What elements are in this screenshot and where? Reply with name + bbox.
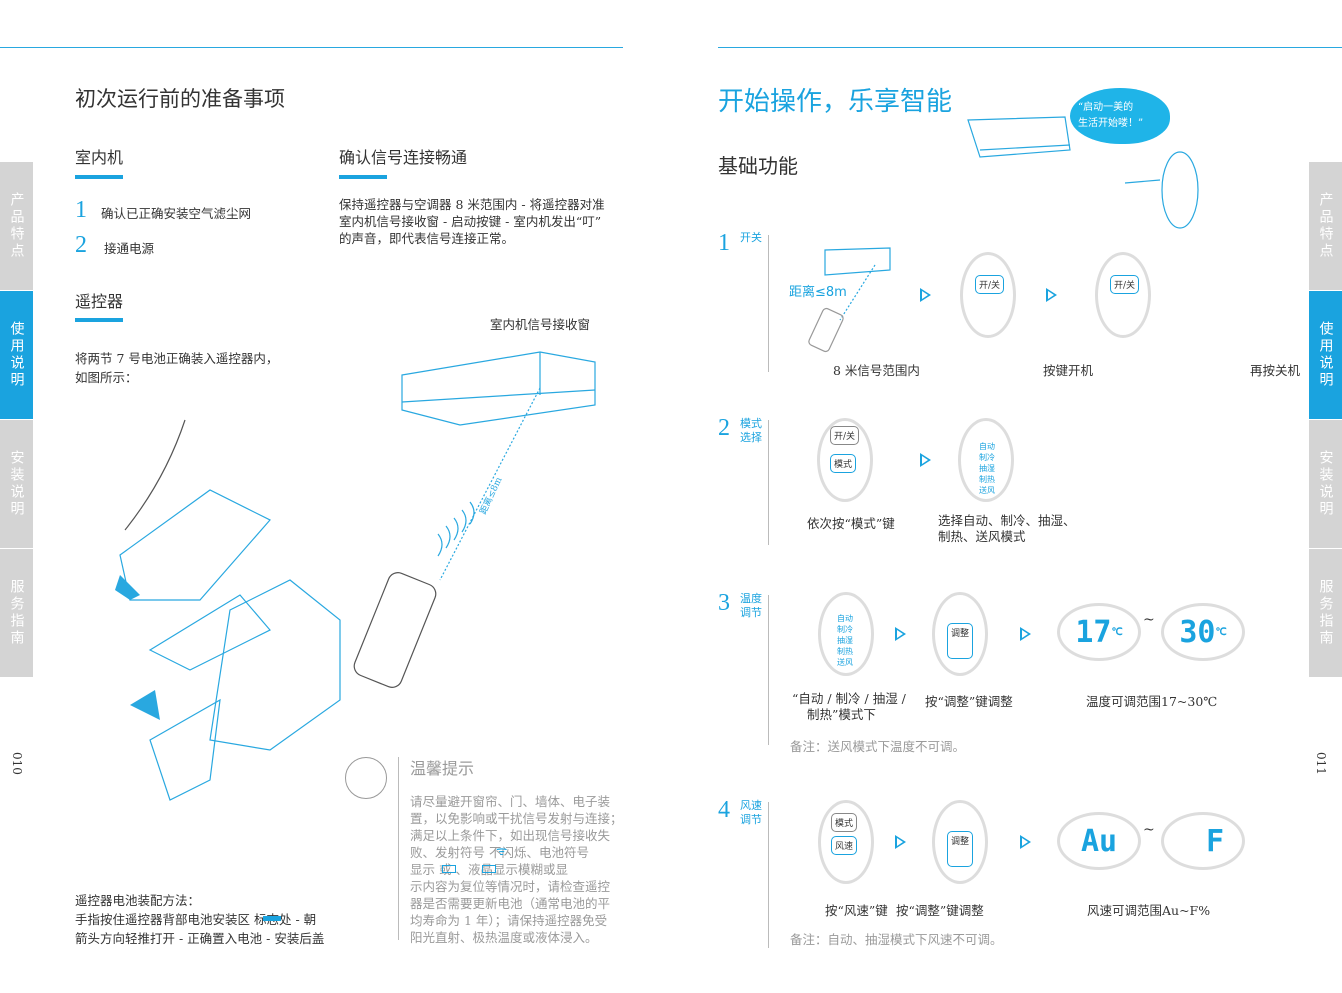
- caption: 按“调整”键调整: [925, 694, 1013, 709]
- tab-product-features[interactable]: 产品特点: [0, 162, 33, 290]
- caption: 再按关机: [1250, 363, 1301, 378]
- tab-installation[interactable]: 安装说明: [0, 420, 33, 548]
- caption: 按“风速”键: [825, 903, 888, 918]
- remote-text: 将两节 7 号电池正确装入遥控器内，如图所示：: [75, 351, 279, 385]
- page-title: 初次运行前的准备事项: [75, 87, 285, 111]
- fan-min-display: Au: [1057, 812, 1141, 870]
- arrow-icon: [920, 453, 931, 467]
- page-number-right: 011: [1314, 752, 1328, 775]
- arrow-icon: [895, 627, 906, 641]
- heading-underline: [75, 318, 123, 322]
- battery-icon: [442, 865, 456, 873]
- section-label: 温度调节: [740, 592, 762, 619]
- indoor-heading: 室内机: [75, 148, 124, 167]
- tab-service[interactable]: 服务指南: [0, 549, 33, 677]
- step-text: 接通电源: [104, 241, 155, 256]
- battery-cover-mark-icon: [263, 916, 281, 921]
- caption: 按键开机: [1043, 363, 1094, 378]
- step-text: 确认已正确安装空气滤尘网: [101, 206, 252, 221]
- tilde: ~: [1143, 612, 1155, 628]
- caption: 选择自动、制冷、抽湿、制热、送风模式: [938, 513, 1076, 544]
- section-number: 2: [718, 415, 730, 441]
- caption: 依次按“模式”键: [807, 516, 895, 531]
- remote-heading: 遥控器: [75, 292, 124, 311]
- divider: [768, 420, 769, 545]
- section-label: 开关: [740, 231, 762, 244]
- heading-underline: [75, 175, 123, 179]
- signal-heading: 确认信号连接畅通: [339, 148, 468, 167]
- svg-text:距离≤8m: 距离≤8m: [477, 475, 505, 517]
- arrow-icon: [1020, 835, 1031, 849]
- caption: 按“调整”键调整: [896, 903, 984, 918]
- top-rule-right: [718, 47, 1342, 48]
- section-number: 4: [718, 797, 730, 823]
- divider: [768, 235, 769, 372]
- caption: “自动 / 制冷 / 抽湿 /制热”模式下: [792, 691, 906, 722]
- top-rule-left: [0, 47, 623, 48]
- distance-label: 距离≤8m: [789, 285, 847, 300]
- caption: 温度可调范围17~30℃: [1086, 694, 1218, 709]
- divider: [768, 595, 769, 745]
- section-number: 3: [718, 590, 730, 616]
- right-title: 开始操作，乐享智能: [718, 87, 953, 117]
- tab-usage-right[interactable]: 使用说明: [1309, 291, 1342, 419]
- remote-to-ac-illustration: [808, 247, 891, 353]
- arrow-icon: [895, 835, 906, 849]
- wifi-icon: ᯤ: [496, 843, 508, 858]
- mode-display-closeup: 自动制冷抽湿制热送风: [958, 418, 1014, 502]
- heading-underline: [339, 175, 387, 179]
- section-label: 模式选择: [740, 417, 762, 444]
- tip-title: 温馨提示: [410, 759, 475, 778]
- receiver-window-label: 室内机信号接收窗: [490, 317, 591, 332]
- basic-functions-heading: 基础功能: [718, 154, 798, 178]
- adjust-button-closeup: 调整: [932, 592, 988, 676]
- battery-icon: [482, 865, 496, 873]
- fan-max-display: F: [1161, 812, 1245, 870]
- mode-button-closeup: 开/关模式: [817, 418, 873, 502]
- temp-min-display: 17℃: [1057, 603, 1141, 661]
- caption: 8 米信号范围内: [833, 363, 920, 378]
- tab-service-right[interactable]: 服务指南: [1309, 549, 1342, 677]
- power-button-closeup: 开/关: [960, 252, 1016, 338]
- tab-product-features-right[interactable]: 产品特点: [1309, 162, 1342, 290]
- arrow-icon: [920, 288, 931, 302]
- page-number-left: 010: [10, 752, 24, 775]
- section-number: 1: [718, 230, 730, 256]
- speech-bubble: “启动一美的生活开始喽！”: [1070, 88, 1170, 144]
- tip-text: 请尽量避开窗帘、门、墙体、电子装置，以免影响或干扰信号发射与连接；满足以上条件下…: [410, 794, 623, 945]
- battery-and-signal-illustration: 距离≤8m: [115, 351, 596, 801]
- note: 备注：送风模式下温度不可调。: [790, 739, 966, 754]
- divider: [398, 757, 399, 940]
- section-label: 风速调节: [740, 799, 762, 826]
- step-number: 1: [75, 197, 87, 223]
- arrow-icon: [1046, 288, 1057, 302]
- fan-button-closeup: 模式风速: [818, 800, 874, 884]
- mode-display-closeup: 自动制冷抽湿制热送风: [818, 592, 874, 676]
- divider: [768, 802, 769, 948]
- step-number: 2: [75, 232, 87, 258]
- mascot-icon: [345, 757, 387, 799]
- adjust-button-closeup: 调整: [932, 800, 988, 884]
- note: 备注：自动、抽湿模式下风速不可调。: [790, 932, 1003, 947]
- arrow-icon: [1020, 627, 1031, 641]
- temp-max-display: 30℃: [1161, 603, 1245, 661]
- battery-instructions: 遥控器电池装配方法： 手指按住遥控器背部电池安装区 标志处 - 朝 箭头方向轻推…: [75, 893, 325, 946]
- ac-and-mascot-illustration: [967, 116, 1199, 229]
- power-button-closeup: 开/关: [1095, 252, 1151, 338]
- tab-installation-right[interactable]: 安装说明: [1309, 420, 1342, 548]
- tab-usage[interactable]: 使用说明: [0, 291, 33, 419]
- signal-text: 保持遥控器与空调器 8 米范围内 - 将遥控器对准室内机信号接收窗 - 启动按键…: [339, 197, 605, 246]
- tilde: ~: [1143, 822, 1155, 838]
- caption: 风速可调范围Au~F%: [1087, 903, 1211, 918]
